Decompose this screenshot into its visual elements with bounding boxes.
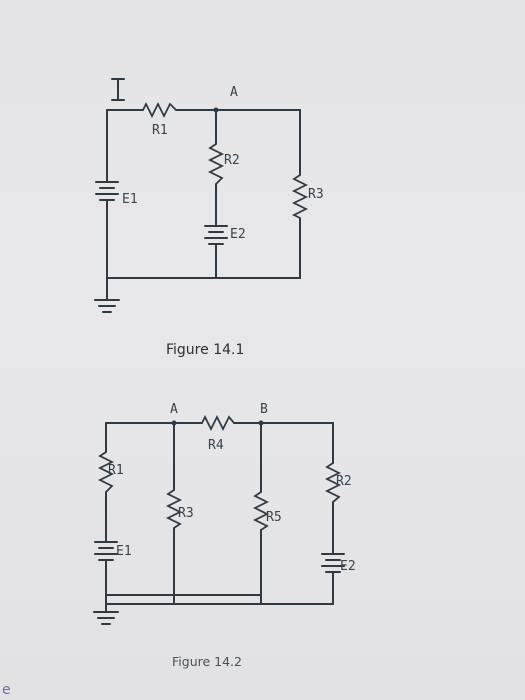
label-r1: R1	[152, 123, 168, 138]
label-r2: R2	[336, 474, 352, 489]
resistor-r2	[207, 143, 225, 185]
label-r3: R3	[308, 187, 324, 202]
corner-glyph: e	[2, 682, 11, 698]
label-e2: E2	[230, 227, 246, 242]
resistor-r1	[142, 101, 177, 119]
resistor-r5	[252, 491, 270, 531]
ground-symbol	[93, 611, 119, 625]
resistor-r3	[291, 174, 309, 219]
node-a-label: A	[170, 402, 178, 417]
label-r1: R1	[108, 463, 124, 478]
caption-figure-14-2: Figure 14.2	[172, 654, 242, 669]
label-e2: E2	[340, 559, 356, 574]
battery-e2	[204, 225, 228, 245]
battery-e1	[95, 181, 119, 201]
node-a-label: A	[230, 85, 238, 100]
bottom-wire	[106, 277, 301, 301]
bottom-wire	[105, 594, 334, 605]
current-marker-i	[111, 78, 125, 101]
battery-e2	[321, 553, 345, 573]
figure-14-1: R1 A E1 R2 E2 R3	[94, 78, 324, 358]
caption-figure-14-1: Figure 14.1	[166, 342, 244, 358]
resistor-r1	[97, 451, 115, 493]
battery-e1	[94, 541, 118, 561]
figure-14-2: A B R4 R1 E1 R3 R5 R2	[93, 402, 356, 669]
node-b-label: B	[260, 402, 268, 417]
label-r3: R3	[178, 506, 194, 521]
label-r4: R4	[208, 438, 224, 453]
resistor-r4	[201, 414, 235, 432]
resistor-r2	[324, 462, 342, 503]
label-e1: E1	[122, 192, 138, 207]
resistor-r3	[165, 489, 183, 529]
label-r2: R2	[224, 153, 240, 168]
ground-symbol	[94, 299, 120, 313]
label-r5: R5	[266, 510, 282, 525]
label-e1: E1	[116, 544, 132, 559]
